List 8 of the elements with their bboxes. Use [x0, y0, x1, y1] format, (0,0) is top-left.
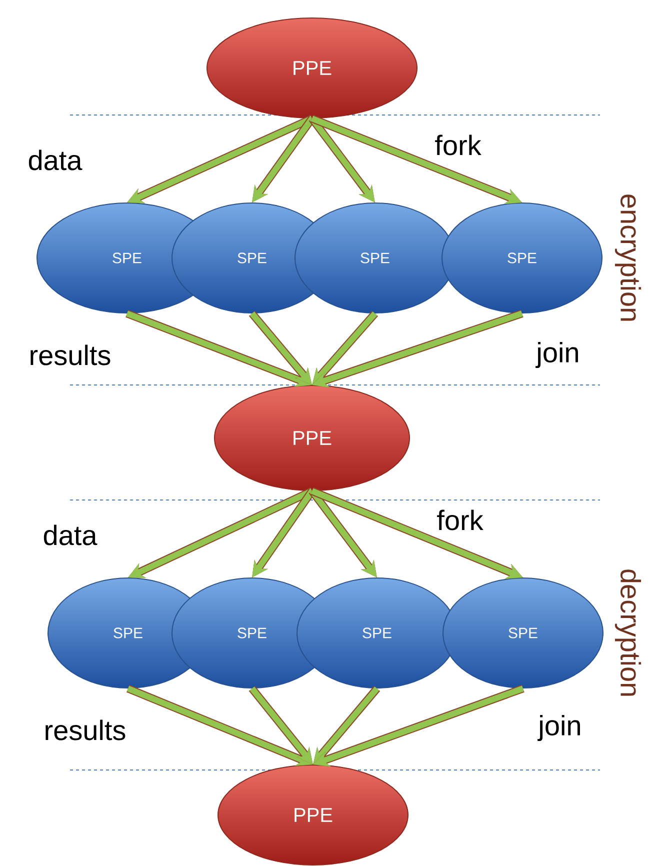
flow-label: join	[538, 714, 580, 742]
flow-label: join	[536, 342, 578, 368]
flow-label: fork	[435, 134, 482, 156]
flow-label: fork	[437, 510, 484, 530]
flow-label: data	[28, 150, 82, 170]
flow-label: data	[44, 524, 98, 546]
flow-label: results	[30, 344, 110, 366]
flow-label: results	[46, 720, 126, 740]
